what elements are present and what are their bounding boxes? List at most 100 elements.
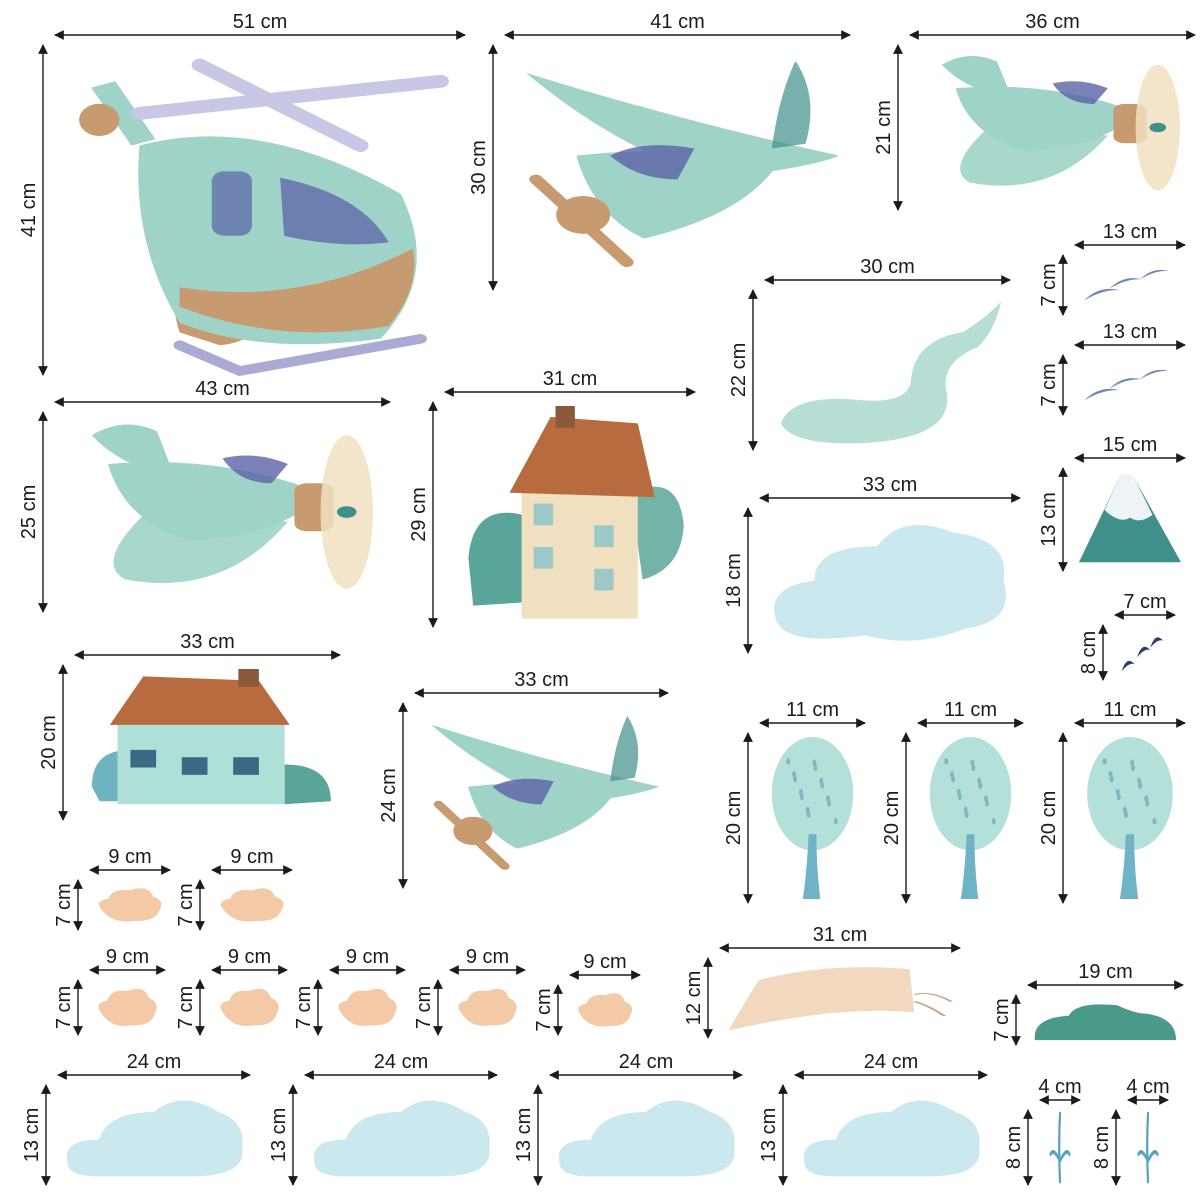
puff-1-illustration (98, 888, 162, 922)
cloud-3-width-label: 24 cm (619, 1051, 673, 1073)
smoke-trail-width-label: 30 cm (860, 256, 914, 278)
house-tall-height-label: 29 cm (408, 487, 430, 541)
cloud-large-height-label: 18 cm (723, 553, 745, 607)
plane-topright-height-label: 21 cm (873, 100, 895, 154)
sticker-puff-6: 9 cm7 cm (413, 946, 526, 1036)
house-low-height-label: 20 cm (38, 715, 60, 769)
sticker-house-tall: 31 cm 29 cm (408, 368, 696, 628)
birds-small-illustration (1121, 637, 1164, 672)
sprig-1-illustration (1049, 1111, 1071, 1184)
sticker-mountain: 15 cm 13 cm (1038, 434, 1186, 572)
puff-6-width-label: 9 cm (466, 946, 509, 968)
puff-2-width-label: 9 cm (230, 846, 273, 868)
puff-1-width-label: 9 cm (108, 846, 151, 868)
cloud-4-width-label: 24 cm (864, 1051, 918, 1073)
plane-large-width-label: 41 cm (650, 11, 704, 33)
cloud-2-height-label: 13 cm (268, 1108, 290, 1162)
birds-2-width-label: 13 cm (1103, 321, 1157, 343)
birds-small-height-label: 8 cm (1078, 631, 1100, 674)
puff-5-illustration (338, 988, 397, 1026)
sticker-tree-1: 11 cm 20 cm (723, 699, 866, 904)
birds-small-width-label: 7 cm (1123, 591, 1166, 613)
plane-small-height-label: 24 cm (378, 768, 400, 822)
tree-2-height-label: 20 cm (881, 791, 903, 845)
tree-3-illustration (1087, 737, 1173, 899)
birds-1-illustration (1084, 269, 1169, 301)
plane-mid-illustration (91, 424, 373, 589)
cloud-large-width-label: 33 cm (863, 474, 917, 496)
tree-3-height-label: 20 cm (1038, 791, 1060, 845)
sticker-plane-large: 41 cm 30 cm (468, 11, 851, 291)
sticker-tree-2: 11 cm 20 cm (881, 699, 1024, 904)
house-tall-width-label: 31 cm (543, 368, 597, 390)
tree-2-illustration (929, 737, 1012, 899)
helicopter-illustration (79, 58, 449, 377)
cloud-2-width-label: 24 cm (374, 1051, 428, 1073)
sticker-cloud-1: 24 cm 13 cm (21, 1051, 251, 1186)
sticker-smoke-trail: 30 cm 22 cm (728, 256, 1011, 451)
house-low-illustration (91, 669, 331, 805)
sticker-puff-3: 9 cm 7 cm (53, 946, 166, 1036)
plane-large-height-label: 30 cm (468, 140, 490, 194)
helicopter-height-label: 41 cm (18, 183, 40, 237)
banner-width-label: 31 cm (813, 924, 867, 946)
cloud-2-illustration (313, 1100, 490, 1177)
puff-5-height-label: 7 cm (293, 986, 315, 1029)
cloud-1-illustration (66, 1100, 243, 1177)
plane-topright-illustration (941, 55, 1180, 191)
cloud-3-illustration (558, 1100, 735, 1177)
birds-2-height-label: 7 cm (1038, 363, 1060, 406)
puff-6-illustration (458, 988, 517, 1026)
sticker-sprig-2: 4 cm8 cm (1091, 1076, 1170, 1186)
sprig-2-height-label: 8 cm (1091, 1126, 1113, 1169)
puff-3-width-label: 9 cm (106, 946, 149, 968)
sticker-birds-1: 13 cm 7 cm (1038, 221, 1186, 316)
sticker-puff-5: 9 cm 7 cm (293, 946, 406, 1036)
house-low-width-label: 33 cm (180, 631, 234, 653)
cloud-large-illustration (774, 524, 1006, 641)
plane-mid-width-label: 43 cm (195, 378, 249, 400)
plane-small-illustration (431, 715, 660, 870)
sticker-cloud-large: 33 cm 18 cm (723, 474, 1021, 654)
bush-illustration (1034, 1004, 1177, 1041)
bush-height-label: 7 cm (991, 998, 1013, 1041)
cloud-4-height-label: 13 cm (758, 1108, 780, 1162)
mountain-height-label: 13 cm (1038, 492, 1060, 546)
sticker-puff-7: 9 cm7 cm (533, 951, 641, 1036)
birds-1-width-label: 13 cm (1103, 221, 1157, 243)
puff-2-illustration (220, 888, 284, 922)
sticker-cloud-2: 24 cm 13 cm (268, 1051, 498, 1186)
puff-3-height-label: 7 cm (53, 986, 75, 1029)
smoke-trail-illustration (780, 301, 1002, 444)
cloud-1-width-label: 24 cm (127, 1051, 181, 1073)
bush-width-label: 19 cm (1078, 961, 1132, 983)
puff-2-height-label: 7 cm (175, 883, 197, 926)
sticker-puff-2: 9 cm 7 cm (175, 846, 293, 931)
cloud-1-height-label: 13 cm (21, 1108, 43, 1162)
sprig-1-height-label: 8 cm (1003, 1126, 1025, 1169)
birds-1-height-label: 7 cm (1038, 263, 1060, 306)
tree-1-height-label: 20 cm (723, 791, 745, 845)
puff-5-width-label: 9 cm (346, 946, 389, 968)
sticker-puff-1: 9 cm7 cm (53, 846, 171, 931)
tree-1-width-label: 11 cm (786, 699, 839, 721)
plane-large-illustration (525, 60, 840, 268)
plane-topright-width-label: 36 cm (1025, 11, 1079, 33)
tree-2-width-label: 11 cm (944, 699, 997, 721)
sticker-sprig-1: 4 cm 8 cm (1003, 1076, 1082, 1186)
sticker-bush: 19 cm 7 cm (991, 961, 1184, 1046)
mountain-width-label: 15 cm (1103, 434, 1157, 456)
birds-2-illustration (1084, 369, 1169, 401)
puff-7-illustration (578, 993, 633, 1027)
sticker-birds-2: 13 cm 7 cm (1038, 321, 1186, 416)
cloud-3-height-label: 13 cm (513, 1108, 535, 1162)
sticker-cloud-4: 24 cm 13 cm (758, 1051, 988, 1186)
mountain-illustration (1079, 474, 1181, 563)
smoke-trail-height-label: 22 cm (728, 343, 750, 397)
puff-7-width-label: 9 cm (583, 951, 626, 973)
sprig-1-width-label: 4 cm (1038, 1076, 1081, 1098)
puff-4-illustration (220, 988, 279, 1026)
